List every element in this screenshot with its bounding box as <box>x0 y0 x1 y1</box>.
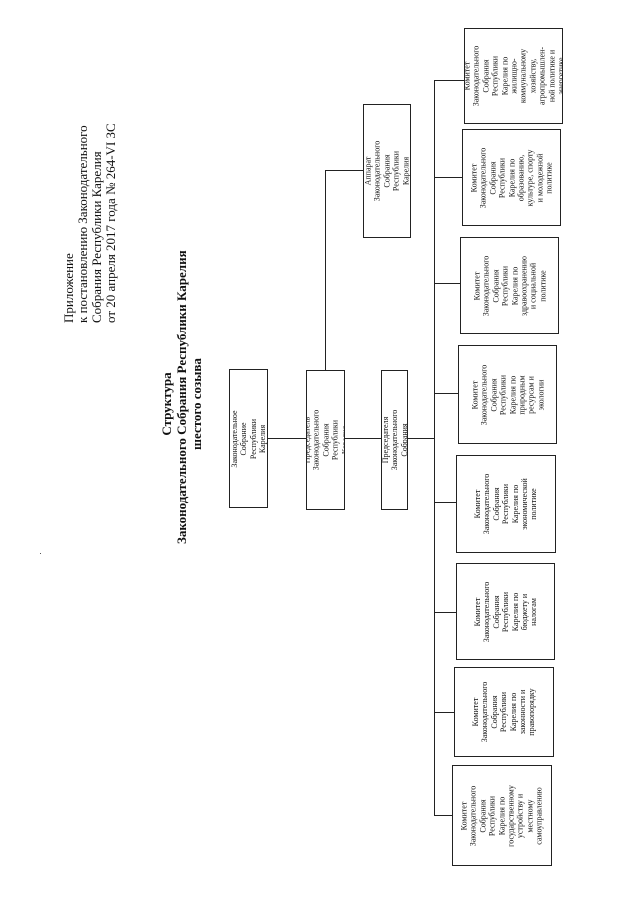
committee-label: Комитет Законодательного Собрания Респуб… <box>459 784 544 847</box>
connector-deputy-bus <box>408 438 434 439</box>
node-first-deputy-label: Первый заместитель Председателя Законода… <box>381 409 408 471</box>
appendix-line-1: Приложение <box>61 253 76 323</box>
committee-label: Комитет Законодательного Собрания Респуб… <box>469 147 554 208</box>
connector-bus-committee-6 <box>434 283 460 284</box>
committee-label: Комитет Законодательного Собрания Респуб… <box>473 473 539 535</box>
appendix-line-2: к постановлению Законодательного <box>75 125 90 323</box>
structure-title: Структура Законодательного Собрания Респ… <box>159 250 205 544</box>
connector-bus-committee-7 <box>434 177 462 178</box>
connector-chairman-deputy <box>345 438 381 439</box>
connector-bus-committee-4 <box>434 502 456 503</box>
connector-bus-committee-1 <box>434 815 452 816</box>
connector-bus-committee-2 <box>434 712 454 713</box>
connector-assembly-chairman <box>268 438 306 439</box>
committee-label: Комитет Законодательного Собрания Респуб… <box>464 45 563 107</box>
committee-label: Комитет Законодательного Собрания Респуб… <box>471 681 537 743</box>
committee-label: Комитет Законодательного Собрания Респуб… <box>469 364 545 425</box>
connector-bus-committee-5 <box>434 393 458 394</box>
committee-natural-resources: Комитет Законодательного Собрания Респуб… <box>458 345 557 444</box>
committee-education: Комитет Законодательного Собрания Респуб… <box>462 129 561 226</box>
connector-trunk-apparatus <box>325 170 363 171</box>
committee-economy: Комитет Законодательного Собрания Респуб… <box>456 455 556 553</box>
committee-label: Комитет Законодательного Собрания Респуб… <box>472 581 539 642</box>
node-first-deputy: Первый заместитель Председателя Законода… <box>381 370 408 510</box>
scan-speck <box>40 553 41 554</box>
committee-budget: Комитет Законодательного Собрания Респуб… <box>456 563 555 660</box>
appendix-header: Приложение к постановлению Законодательн… <box>61 83 118 323</box>
committee-state-structure: Комитет Законодательного Собрания Респуб… <box>452 765 552 866</box>
node-apparatus: Аппарат Законодательного Собрания Респуб… <box>363 104 411 238</box>
node-chairman-label: Председатель Законодательного Собрания Р… <box>306 409 345 471</box>
title-line-3: шестого созыва <box>189 358 204 450</box>
node-apparatus-label: Аппарат Законодательного Собрания Респуб… <box>363 140 411 202</box>
committee-label: Комитет Законодательного Собрания Респуб… <box>471 255 547 316</box>
appendix-line-4: от 20 апреля 2017 года № 264-VI ЗС <box>103 123 118 323</box>
connector-bus-committee-3 <box>434 612 456 613</box>
committee-housing: Комитет Законодательного Собрания Респуб… <box>464 28 563 124</box>
node-chairman: Председатель Законодательного Собрания Р… <box>306 370 345 510</box>
appendix-line-3: Собрания Республики Карелия <box>89 151 104 323</box>
node-assembly-label: Законодательное Собрание Республики Каре… <box>229 409 267 468</box>
connector-bus-committee-8 <box>434 80 464 81</box>
committee-legality: Комитет Законодательного Собрания Респуб… <box>454 667 554 757</box>
committee-bus <box>434 80 435 815</box>
node-assembly: Законодательное Собрание Республики Каре… <box>229 369 268 508</box>
committee-health: Комитет Законодательного Собрания Респуб… <box>460 237 559 334</box>
title-line-1: Структура <box>159 372 174 436</box>
connector-chairman-trunk <box>325 170 326 370</box>
title-line-2: Законодательного Собрания Республики Кар… <box>174 250 189 544</box>
